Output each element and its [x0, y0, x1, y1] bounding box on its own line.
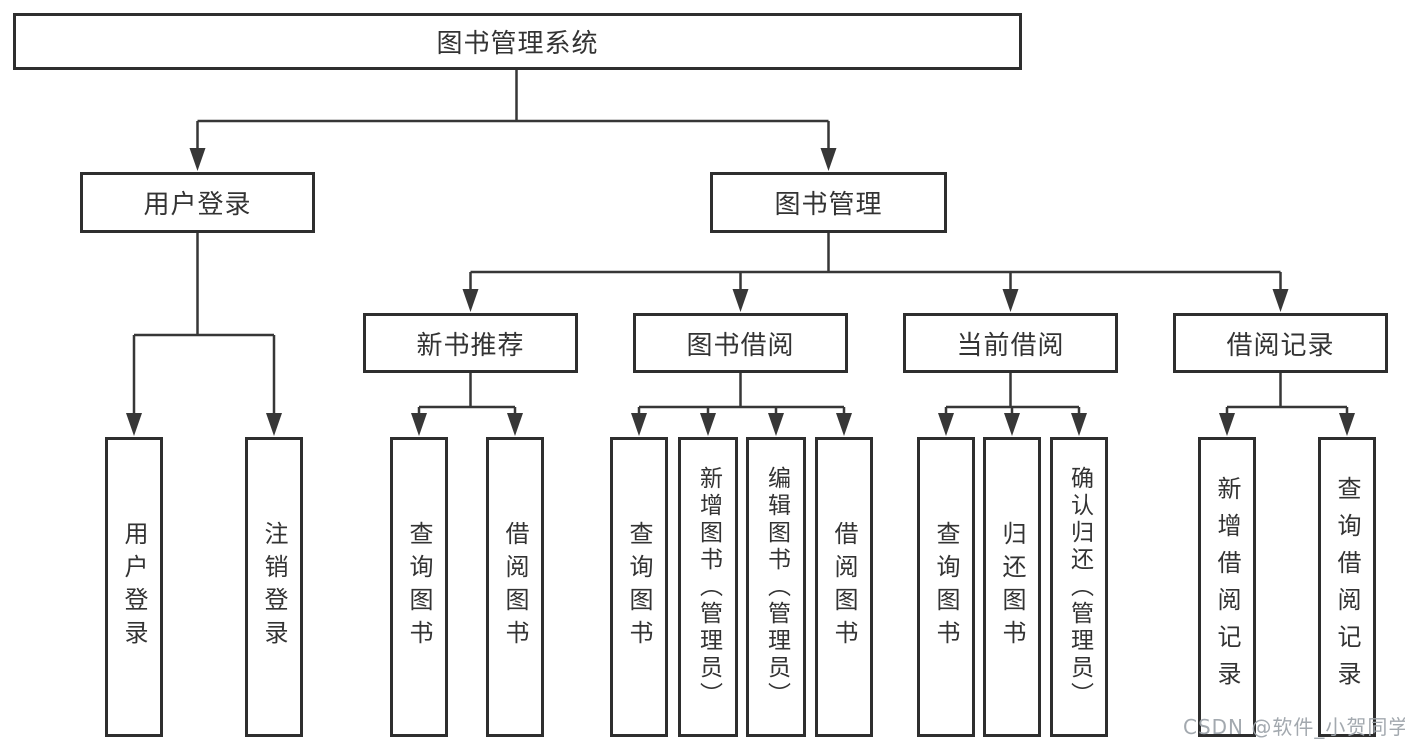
leaf-bb-borrow-books-label: 借阅图书 [830, 521, 858, 653]
node-book-management: 图书管理 [710, 172, 947, 233]
leaf-cb-confirm-return-admin: 确认归还（管理员） [1050, 437, 1108, 737]
node-book-borrow: 图书借阅 [633, 313, 848, 373]
leaf-nbr-borrow-books-label: 借阅图书 [501, 521, 529, 653]
leaf-nbr-borrow-books: 借阅图书 [486, 437, 544, 737]
leaf-cb-return-books-label: 归还图书 [998, 521, 1026, 653]
node-current-borrow: 当前借阅 [903, 313, 1118, 373]
leaf-bb-edit-book-admin-label: 编辑图书（管理员） [763, 465, 790, 709]
node-user-login: 用户登录 [80, 172, 315, 233]
node-root: 图书管理系统 [13, 13, 1022, 70]
leaf-user-login-label: 用户登录 [120, 521, 148, 653]
leaf-nbr-query-books-label: 查询图书 [405, 521, 433, 653]
leaf-logout: 注销登录 [245, 437, 303, 737]
node-borrow-records: 借阅记录 [1173, 313, 1388, 373]
node-new-book-recommend: 新书推荐 [363, 313, 578, 373]
leaf-user-login: 用户登录 [105, 437, 163, 737]
leaf-nbr-query-books: 查询图书 [390, 437, 448, 737]
watermark-text: CSDN @软件_小贺同学 [1183, 715, 1405, 739]
leaf-bb-add-book-admin: 新增图书（管理员） [678, 437, 738, 737]
leaf-br-query-record-label: 查询借阅记录 [1333, 476, 1361, 698]
leaf-bb-add-book-admin-label: 新增图书（管理员） [695, 465, 722, 709]
leaf-bb-query-books-label: 查询图书 [625, 521, 653, 653]
leaf-cb-return-books: 归还图书 [983, 437, 1041, 737]
leaf-bb-borrow-books: 借阅图书 [815, 437, 873, 737]
leaf-br-query-record: 查询借阅记录 [1318, 437, 1376, 737]
leaf-br-add-record: 新增借阅记录 [1198, 437, 1256, 737]
leaf-logout-label: 注销登录 [260, 521, 288, 653]
leaf-bb-query-books: 查询图书 [610, 437, 668, 737]
leaf-bb-edit-book-admin: 编辑图书（管理员） [746, 437, 806, 737]
leaf-cb-confirm-return-admin-label: 确认归还（管理员） [1066, 465, 1093, 709]
leaf-br-add-record-label: 新增借阅记录 [1213, 476, 1241, 698]
leaf-cb-query-books: 查询图书 [917, 437, 975, 737]
leaf-cb-query-books-label: 查询图书 [932, 521, 960, 653]
